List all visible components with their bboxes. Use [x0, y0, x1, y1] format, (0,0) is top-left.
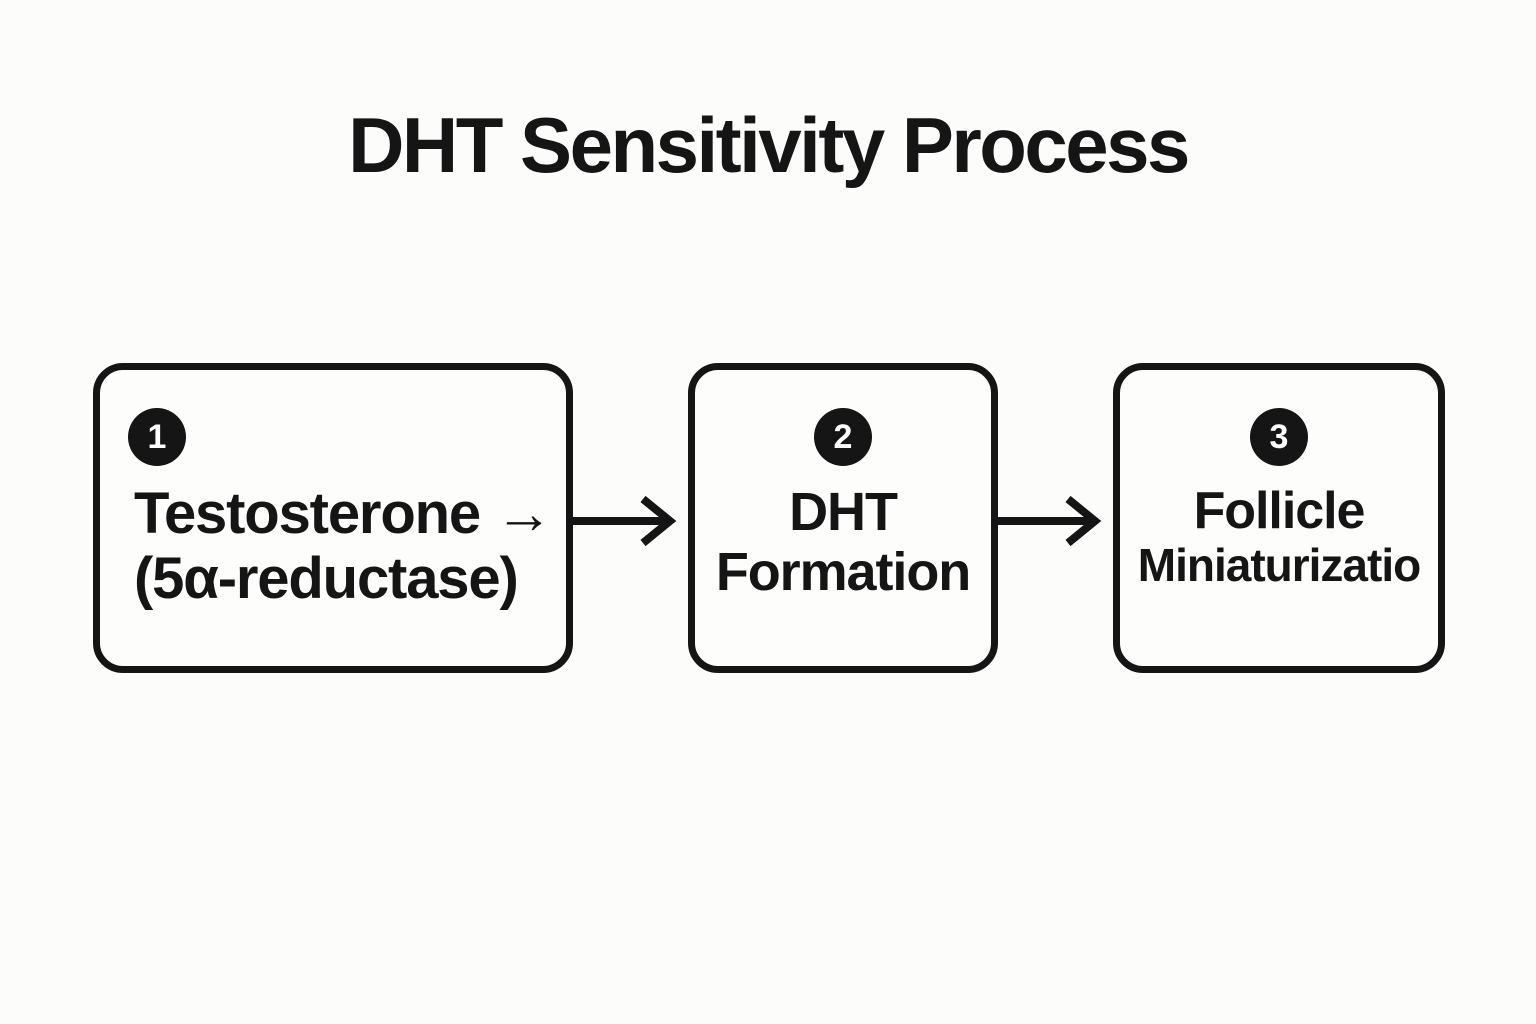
arrow-right-icon	[570, 490, 678, 552]
step-3-label: Follicle Miniaturizatio	[1137, 482, 1421, 592]
step-box-testosterone: 1 Testosterone → (5α-reductase)	[93, 363, 573, 673]
step-2-label: DHT Formation	[715, 482, 971, 603]
step-2-label-line-1: DHT	[789, 482, 898, 542]
step-2-number: 2	[833, 417, 853, 456]
step-box-dht-formation: 2 DHT Formation	[688, 363, 998, 673]
step-3-number: 3	[1269, 417, 1289, 456]
step-1-number: 1	[147, 417, 167, 456]
step-1-label-line-2: (5α-reductase)	[134, 545, 519, 611]
step-3-badge: 3	[1250, 408, 1308, 466]
step-2-label-line-2: Formation	[715, 542, 971, 603]
step-box-follicle-miniaturization: 3 Follicle Miniaturizatio	[1113, 363, 1445, 673]
arrow-right-icon	[995, 490, 1103, 552]
step-3-label-line-1: Follicle	[1193, 482, 1366, 540]
step-1-label: Testosterone → (5α-reductase)	[134, 481, 553, 612]
step-1-badge: 1	[128, 408, 186, 466]
step-2-badge: 2	[814, 408, 872, 466]
diagram-title: DHT Sensitivity Process	[348, 101, 1190, 189]
step-3-label-line-2: Miniaturizatio	[1137, 539, 1421, 592]
step-1-label-line-1: Testosterone →	[134, 481, 553, 546]
